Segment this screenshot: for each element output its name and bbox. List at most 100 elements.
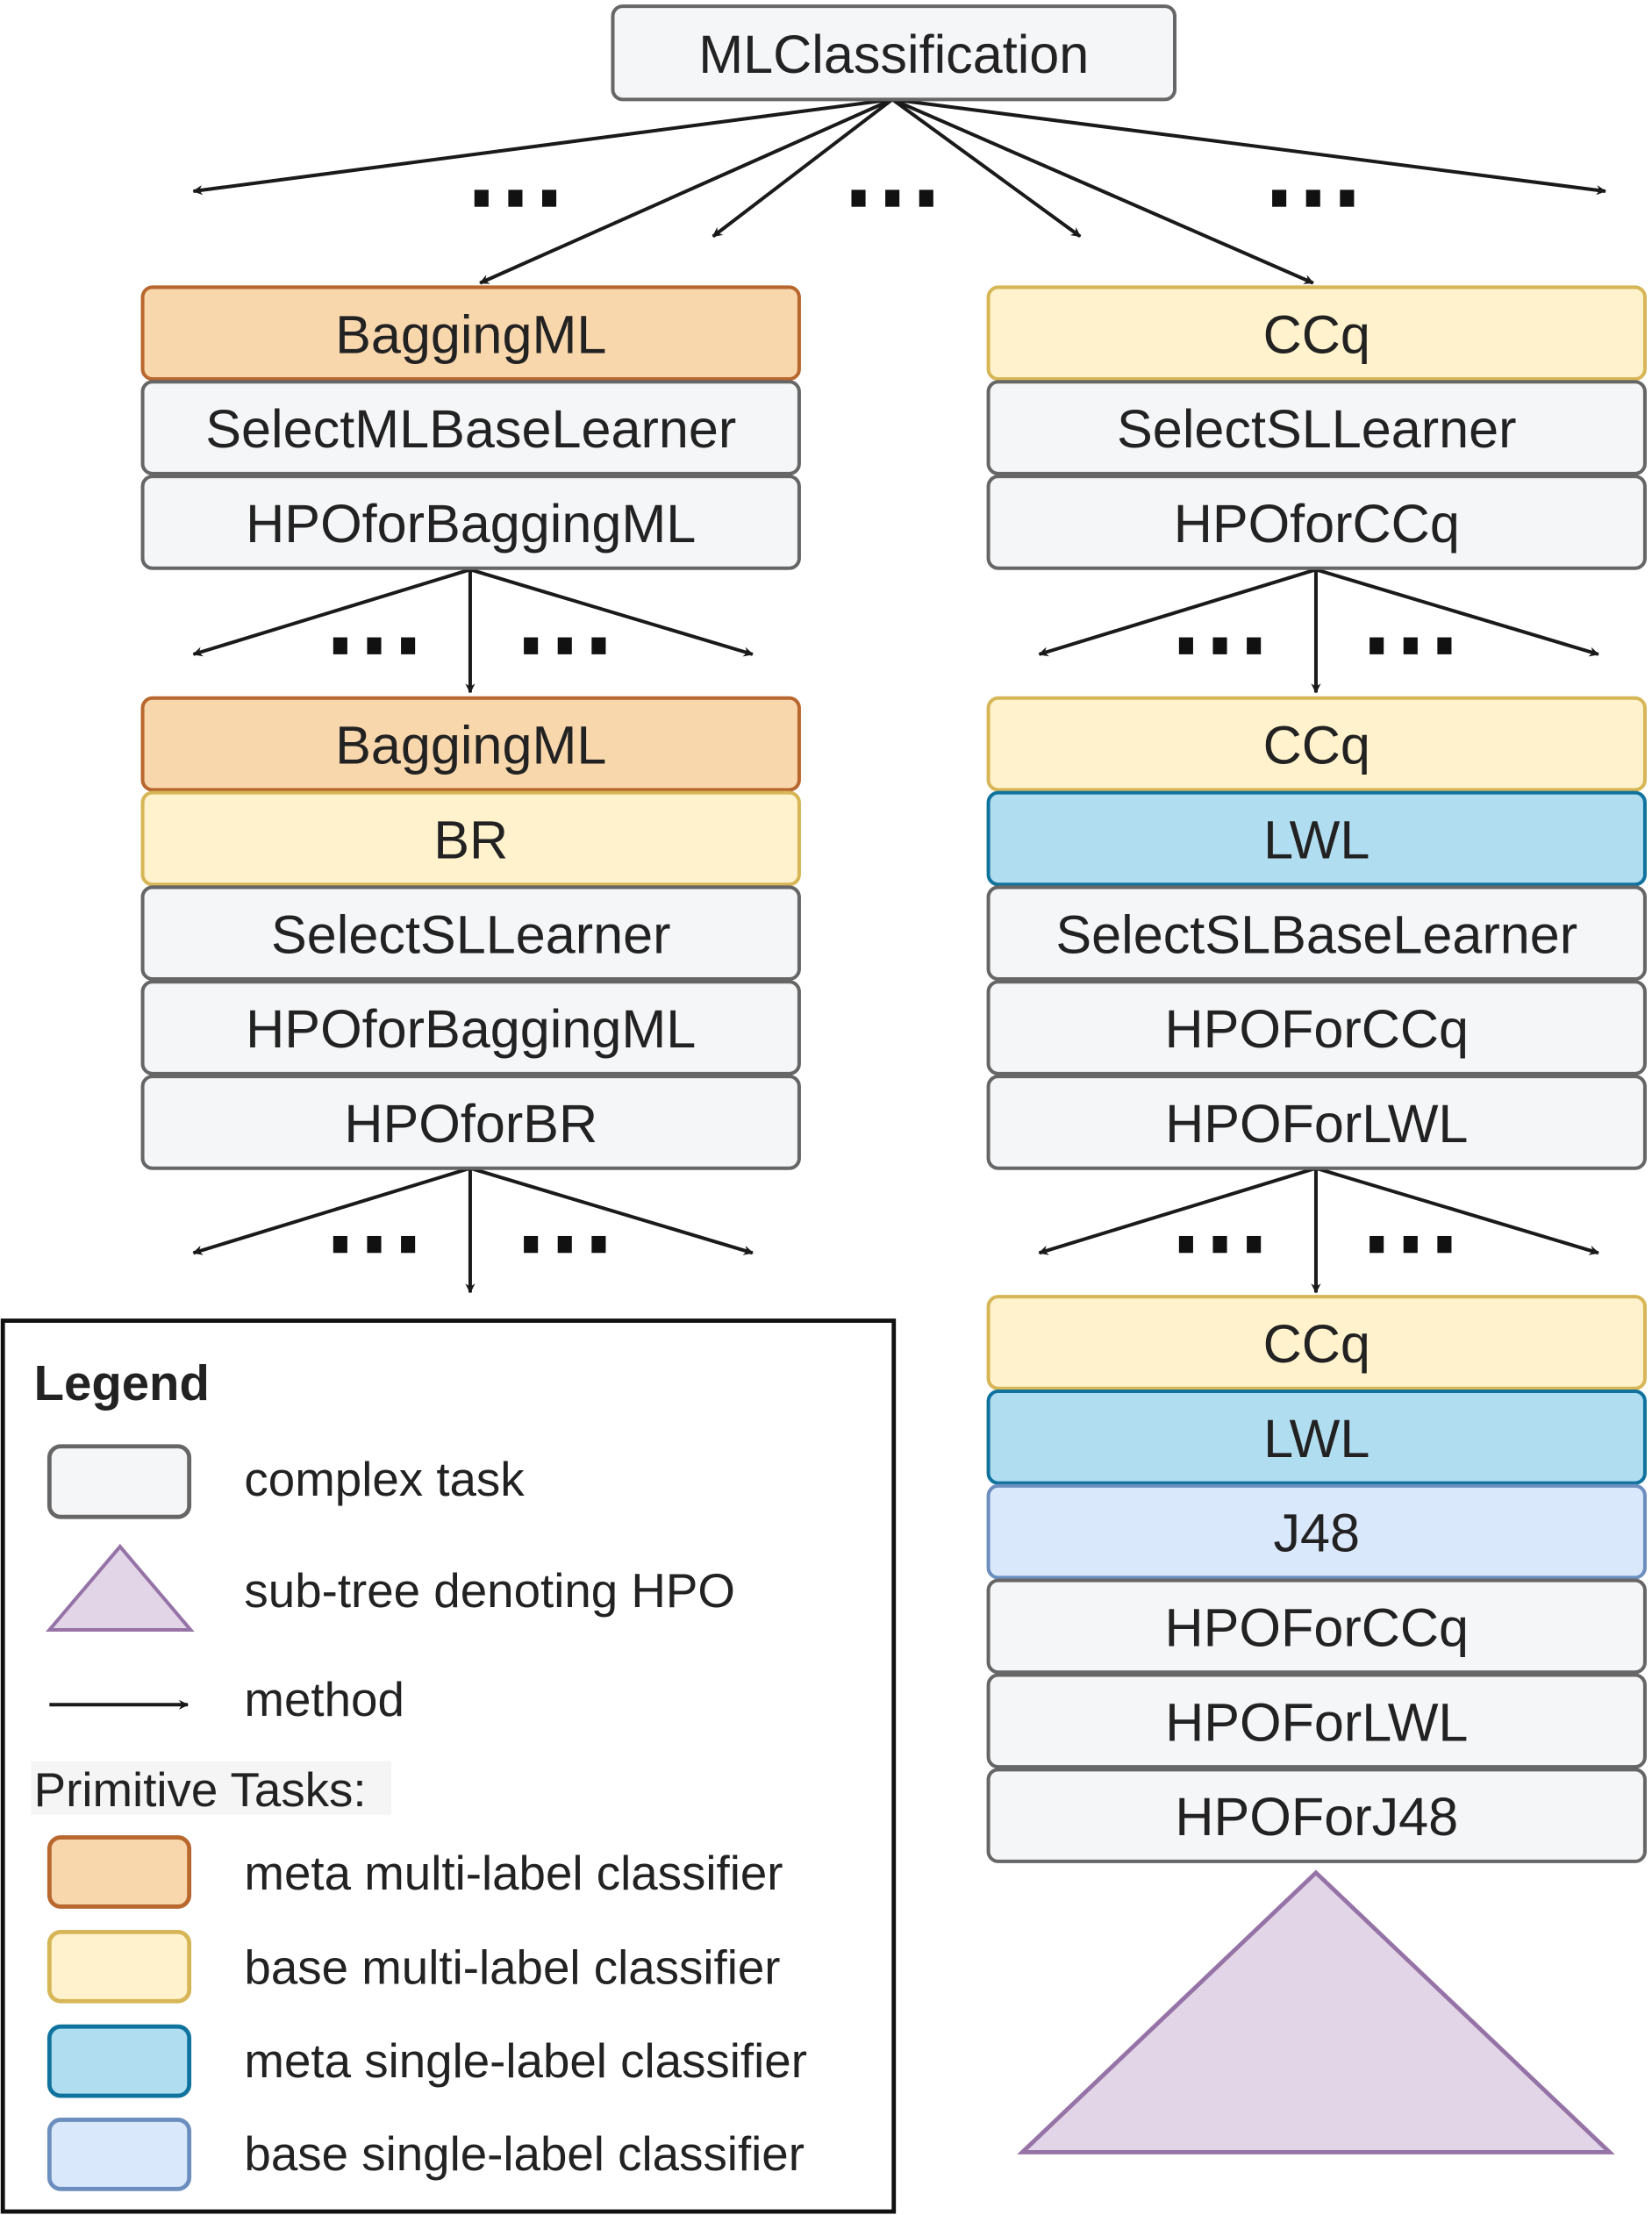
task-node-box xyxy=(986,285,1647,382)
task-node-label: HPOForCCq xyxy=(1165,1598,1470,1658)
task-node-box xyxy=(140,696,801,792)
task-node-label: HPOForJ48 xyxy=(1175,1787,1458,1847)
task-node-br: BR xyxy=(140,790,801,887)
legend-primitive-header: Primitive Tasks: xyxy=(34,1762,367,1817)
method-arrow xyxy=(891,97,1607,196)
ellipsis-marker xyxy=(524,637,606,654)
task-node-box xyxy=(986,475,1647,570)
task-node-select-sllearner: SelectSLLearner xyxy=(986,380,1647,475)
task-node-label: HPOforCCq xyxy=(1174,494,1460,554)
task-node-box xyxy=(986,1768,1647,1863)
task-node-ccq: CCq xyxy=(986,696,1647,792)
ellipsis-marker xyxy=(1178,1235,1262,1254)
task-node-hpofor-br: HPOforBR xyxy=(140,1075,801,1170)
legend-swatch-complex-task xyxy=(46,1444,192,1519)
task-node-select-sllearner: SelectSLLearner xyxy=(140,885,801,982)
task-node-hpofor-ccq: HPOforCCq xyxy=(986,475,1647,570)
ellipsis-marker xyxy=(474,189,557,207)
task-node-box xyxy=(986,980,1647,1075)
task-node-label: HPOForLWL xyxy=(1165,1692,1468,1752)
ellipsis-markers xyxy=(333,189,1452,1254)
task-node-label: BaggingML xyxy=(335,716,606,775)
task-node-label: SelectSLBaseLearner xyxy=(1055,904,1577,964)
task-node-box xyxy=(611,4,1177,102)
legend-swatch-meta-ml xyxy=(46,1835,192,1909)
method-arrow xyxy=(192,1166,471,1255)
task-node-label: HPOforBaggingML xyxy=(246,494,696,554)
task-node-label: CCq xyxy=(1263,1314,1370,1374)
legend-swatch-hpo-triangle xyxy=(45,1543,195,1632)
method-arrow xyxy=(192,97,893,196)
task-node-hpofor-ccq: HPOForCCq xyxy=(986,980,1647,1075)
task-node-ccq: CCq xyxy=(986,1295,1647,1390)
task-node-lwl: LWL xyxy=(986,790,1647,887)
ellipsis-marker xyxy=(333,1235,416,1254)
task-node-box xyxy=(986,696,1647,792)
task-node-box xyxy=(140,380,801,475)
legend-label-base-ml: base multi-label classifier xyxy=(244,1940,780,1995)
task-node-box xyxy=(986,790,1647,887)
method-arrow xyxy=(1315,568,1599,657)
task-node-mlclassification: MLClassification xyxy=(611,4,1177,102)
legend-label-meta-sl: meta single-label classifier xyxy=(244,2033,807,2088)
task-node-hpofor-j48: HPOForJ48 xyxy=(986,1768,1647,1863)
legend-title: Legend xyxy=(34,1355,210,1411)
legend: Legend complex task sub-tree denoting HP… xyxy=(0,1318,897,2214)
ellipsis-marker xyxy=(1178,637,1262,654)
task-node-label: LWL xyxy=(1263,811,1370,870)
task-node-label: BR xyxy=(433,811,508,870)
task-node-label: SelectMLBaseLearner xyxy=(205,399,736,459)
task-node-ccq: CCq xyxy=(986,285,1647,382)
task-node-select-mlbase-learner: SelectMLBaseLearner xyxy=(140,380,801,475)
task-node-box xyxy=(986,885,1647,982)
method-arrow xyxy=(479,97,893,285)
task-node-box xyxy=(140,790,801,887)
task-node-box xyxy=(986,380,1647,475)
legend-swatch-base-sl xyxy=(46,2118,192,2191)
legend-label-meta-ml: meta multi-label classifier xyxy=(244,1846,783,1900)
task-node-box xyxy=(140,475,801,570)
task-node-label: CCq xyxy=(1263,716,1370,775)
task-node-box xyxy=(140,1075,801,1170)
ellipsis-marker xyxy=(333,637,416,654)
method-arrow xyxy=(469,568,754,657)
task-node-label: SelectSLLearner xyxy=(271,904,670,964)
task-node-lwl: LWL xyxy=(986,1389,1647,1485)
task-node-label: HPOForCCq xyxy=(1165,999,1470,1059)
method-arrow xyxy=(891,97,1314,285)
task-node-label: HPOforBR xyxy=(344,1094,597,1154)
task-node-label: J48 xyxy=(1273,1504,1360,1563)
ellipsis-marker xyxy=(524,1235,606,1254)
ellipsis-marker xyxy=(851,189,933,207)
task-node-label: MLClassification xyxy=(698,25,1089,84)
legend-swatch-meta-sl xyxy=(46,2024,192,2098)
legend-label-hpo-subtree: sub-tree denoting HPO xyxy=(244,1563,735,1618)
task-node-label: SelectSLLearner xyxy=(1117,399,1516,459)
task-node-bagging-ml: BaggingML xyxy=(140,696,801,792)
task-node-box xyxy=(986,1483,1647,1580)
task-node-box xyxy=(140,285,801,382)
method-arrow xyxy=(1038,1166,1317,1255)
task-node-j48: J48 xyxy=(986,1483,1647,1580)
legend-swatch-base-ml xyxy=(46,1929,192,2004)
legend-label-base-sl: base single-label classifier xyxy=(244,2126,805,2181)
method-arrow xyxy=(192,568,471,657)
task-node-hpofor-ccq: HPOForCCq xyxy=(986,1578,1647,1675)
ellipsis-marker xyxy=(1272,189,1355,207)
task-node-box xyxy=(140,980,801,1075)
task-node-box xyxy=(140,885,801,982)
legend-label-complex-task: complex task xyxy=(244,1452,525,1506)
task-node-box xyxy=(986,1673,1647,1769)
task-node-hpofor-bagging-ml: HPOforBaggingML xyxy=(140,475,801,570)
task-node-hpofor-bagging-ml: HPOforBaggingML xyxy=(140,980,801,1075)
method-arrow xyxy=(1038,568,1317,657)
task-node-select-slbase-learner: SelectSLBaseLearner xyxy=(986,885,1647,982)
method-arrow xyxy=(1315,1166,1599,1255)
task-node-hpofor-lwl: HPOForLWL xyxy=(986,1673,1647,1769)
task-node-label: BaggingML xyxy=(335,304,606,364)
task-node-label: CCq xyxy=(1263,304,1370,364)
task-node-box xyxy=(986,1389,1647,1485)
method-arrow xyxy=(469,1166,754,1255)
